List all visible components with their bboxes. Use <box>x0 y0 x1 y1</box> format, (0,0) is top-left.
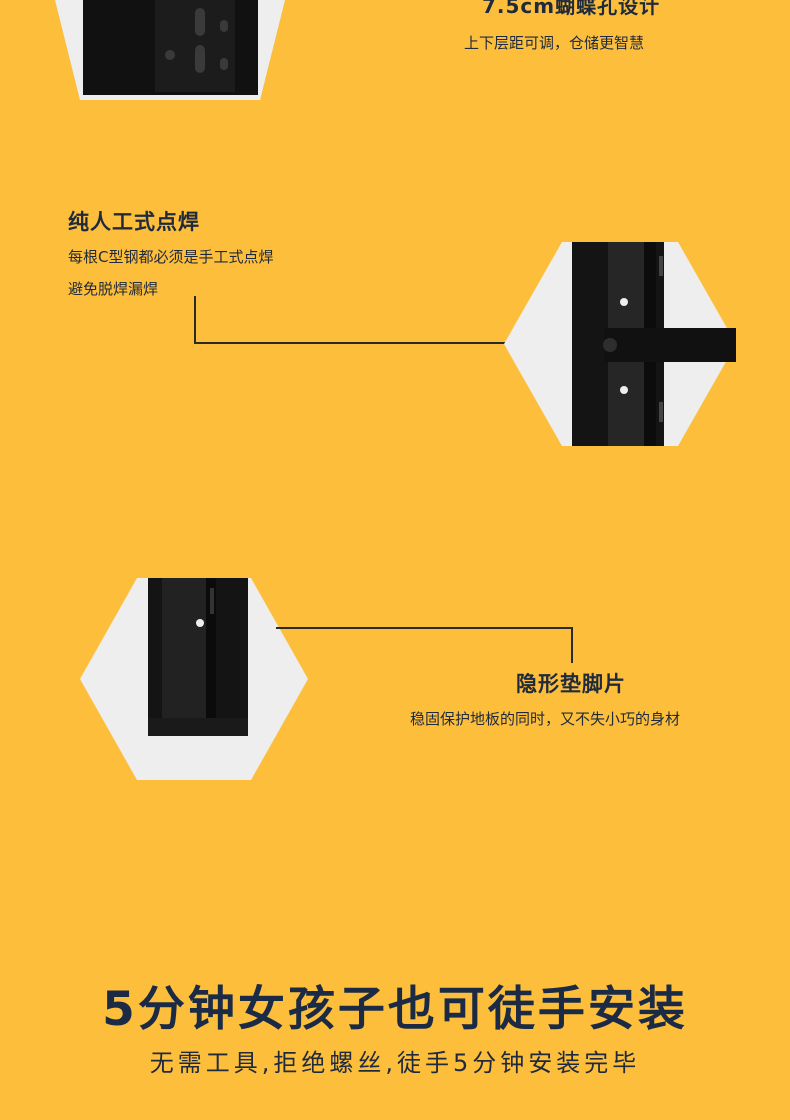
welding-leader-line-horizontal <box>194 342 506 344</box>
install-subline: 无需工具,拒绝螺丝,徒手5分钟安装完毕 <box>149 1049 641 1077</box>
butterfly-hole-title: 7.5cm蝴蝶孔设计 <box>482 0 661 18</box>
welding-leader-line-vertical <box>194 296 196 344</box>
butterfly-hole-subtitle: 上下层距可调，仓储更智慧 <box>464 34 645 52</box>
foot-pad-leader-line-horizontal <box>276 627 573 629</box>
welding-title: 纯人工式点焊 <box>68 210 200 234</box>
foot-pad-subtitle: 稳固保护地板的同时，又不失小巧的身材 <box>410 710 681 728</box>
foot-pad-title: 隐形垫脚片 <box>516 672 626 696</box>
welding-line-2: 避免脱焊漏焊 <box>68 280 159 298</box>
foot-pad-detail-image <box>80 578 308 780</box>
foot-pad-leader-line-vertical <box>571 627 573 663</box>
welding-detail-image <box>504 242 736 446</box>
butterfly-hole-detail-image <box>55 0 285 100</box>
install-headline: 5分钟女孩子也可徒手安装 <box>102 982 688 1037</box>
welding-line-1: 每根C型钢都必须是手工式点焊 <box>68 248 274 266</box>
